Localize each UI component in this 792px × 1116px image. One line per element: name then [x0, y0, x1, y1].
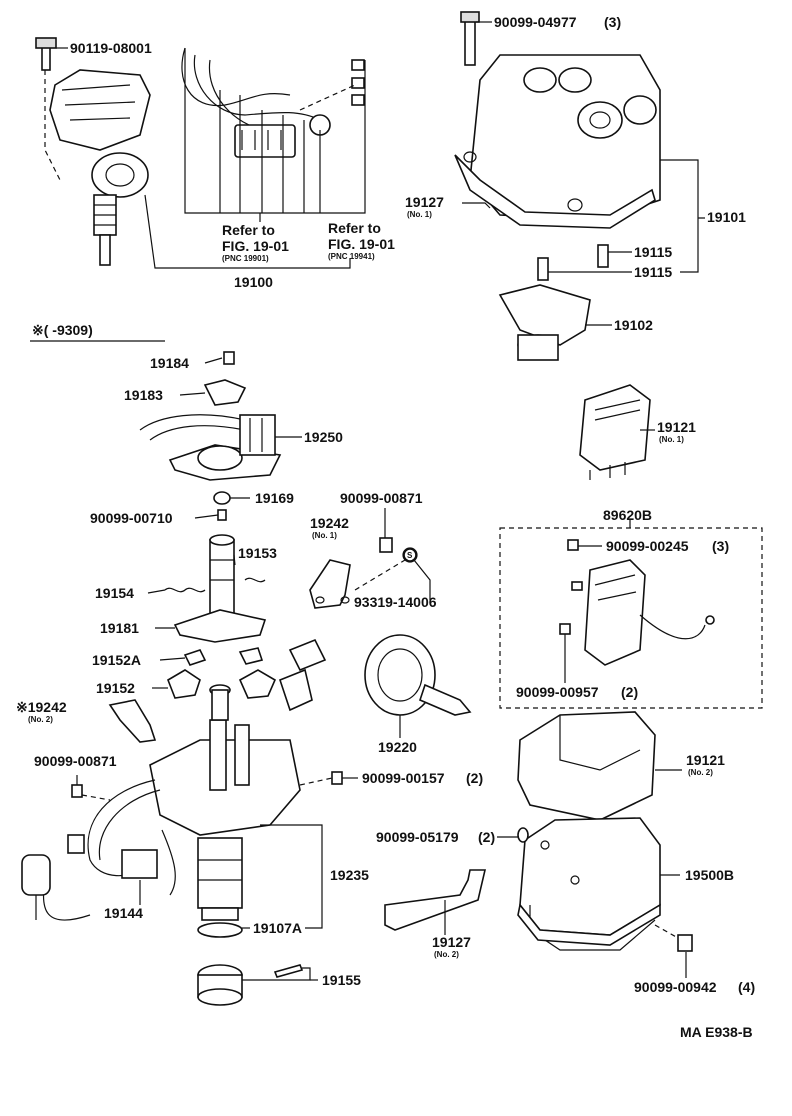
label-90099-00871-b: 90099-00871 — [34, 753, 117, 769]
label-90099-04977: 90099-04977 — [494, 14, 577, 30]
bracket-no1-drawing — [309, 537, 431, 609]
label-90099-00871-a: 90099-00871 — [340, 490, 423, 506]
drawing-code: MA E938-B — [680, 1024, 753, 1040]
label-90099-05179-qty: (2) — [478, 829, 495, 845]
label-90099-00942-qty: (4) — [738, 979, 755, 995]
label-90099-00157: 90099-00157 — [362, 770, 445, 786]
label-19102: 19102 — [614, 317, 653, 333]
igniter-kit-89620B-box — [499, 520, 763, 709]
cover-no2-drawing — [517, 711, 656, 821]
label-19121-a-sub: (No. 1) — [659, 435, 684, 444]
pickup-coil-drawing — [139, 414, 282, 481]
label-19152A: 19152A — [92, 652, 141, 668]
label-19242-a: 19242 — [310, 515, 349, 531]
ignition-wires-drawing — [181, 47, 365, 158]
label-refer-to-1: Refer to — [222, 222, 275, 238]
distributor-assembly-drawing — [35, 37, 151, 266]
label-19127-bot-sub: (No. 2) — [434, 950, 459, 959]
label-90099-00157-qty: (2) — [466, 770, 483, 786]
label-90099-00710: 90099-00710 — [90, 510, 173, 526]
housing-19500B-drawing — [517, 817, 693, 952]
group-19100-bracket — [144, 48, 366, 269]
connector-plug-drawing — [279, 638, 327, 712]
label-19169: 19169 — [255, 490, 294, 506]
label-19127-top-sub: (No. 1) — [407, 210, 432, 219]
label-19154: 19154 — [95, 585, 134, 601]
label-19107A: 19107A — [253, 920, 302, 936]
label-19127-bot: 19127 — [432, 934, 471, 950]
label-19184: 19184 — [150, 355, 189, 371]
screw-00871-drawing — [71, 784, 111, 801]
label-19144: 19144 — [104, 905, 143, 921]
label-19235: 19235 — [330, 867, 369, 883]
label-19127-top: 19127 — [405, 194, 444, 210]
label-19155: 19155 — [322, 972, 361, 988]
label-90099-00957: 90099-00957 — [516, 684, 599, 700]
part-labels: 90119-08001 90099-04977 (3) 19127 (No. 1… — [16, 14, 755, 1040]
governor-shaft-drawing — [164, 534, 267, 643]
igniter-no1-drawing — [579, 384, 651, 480]
label-90099-00942: 90099-00942 — [634, 979, 717, 995]
governor-weights-drawing — [167, 647, 277, 699]
label-19242-b-sub: (No. 2) — [28, 715, 53, 724]
label-19242-a-sub: (No. 1) — [312, 531, 337, 540]
label-19181: 19181 — [100, 620, 139, 636]
distributor-cap-drawing — [454, 11, 661, 281]
bracket-no2-drawing — [108, 699, 157, 743]
label-19500B: 19500B — [685, 867, 734, 883]
label-19121-a: 19121 — [657, 419, 696, 435]
label-19183: 19183 — [124, 387, 163, 403]
drive-gear-drawing — [197, 964, 304, 1006]
label-19115-a: 19115 — [634, 244, 672, 260]
s-symbol-text: S — [407, 551, 413, 560]
label-19115-b: 19115 — [634, 264, 672, 280]
s-symbol: S — [402, 547, 418, 563]
label-90119-08001: 90119-08001 — [70, 40, 152, 56]
label-19152: 19152 — [96, 680, 135, 696]
label-90099-00957-qty: (2) — [621, 684, 638, 700]
label-note-mark: ※( -9309) — [32, 322, 93, 338]
screw-00157-drawing — [299, 771, 343, 786]
small-parts-drawing — [203, 351, 247, 406]
label-93319-14006: 93319-14006 — [354, 594, 437, 610]
label-19100: 19100 — [234, 274, 273, 290]
rotor-drawing — [498, 284, 591, 361]
label-refer-to-2: Refer to — [328, 220, 381, 236]
label-fig-1: FIG. 19-01 — [222, 238, 289, 254]
label-90099-00245-qty: (3) — [712, 538, 729, 554]
label-19121-b: 19121 — [686, 752, 725, 768]
label-19121-b-sub: (No. 2) — [688, 768, 713, 777]
clip-no2-drawing — [384, 869, 487, 931]
label-19250: 19250 — [304, 429, 343, 445]
label-pnc-2: (PNC 19941) — [328, 252, 375, 261]
label-90099-04977-qty: (3) — [604, 14, 621, 30]
label-19153: 19153 — [238, 545, 277, 561]
label-19101: 19101 — [707, 209, 746, 225]
label-90099-00245: 90099-00245 — [606, 538, 689, 554]
label-89620B: 89620B — [603, 507, 652, 523]
label-90099-05179: 90099-05179 — [376, 829, 459, 845]
o-ring-drawing — [197, 922, 243, 938]
label-pnc-1: (PNC 19901) — [222, 254, 269, 263]
leader-lines — [30, 21, 705, 981]
distributor-housing-drawing — [149, 684, 301, 921]
label-19242-b: ※19242 — [16, 699, 67, 715]
wiring-harness-drawing — [21, 779, 176, 921]
vacuum-advancer-drawing — [364, 634, 472, 716]
label-fig-2: FIG. 19-01 — [328, 236, 395, 252]
label-19220: 19220 — [378, 739, 417, 755]
